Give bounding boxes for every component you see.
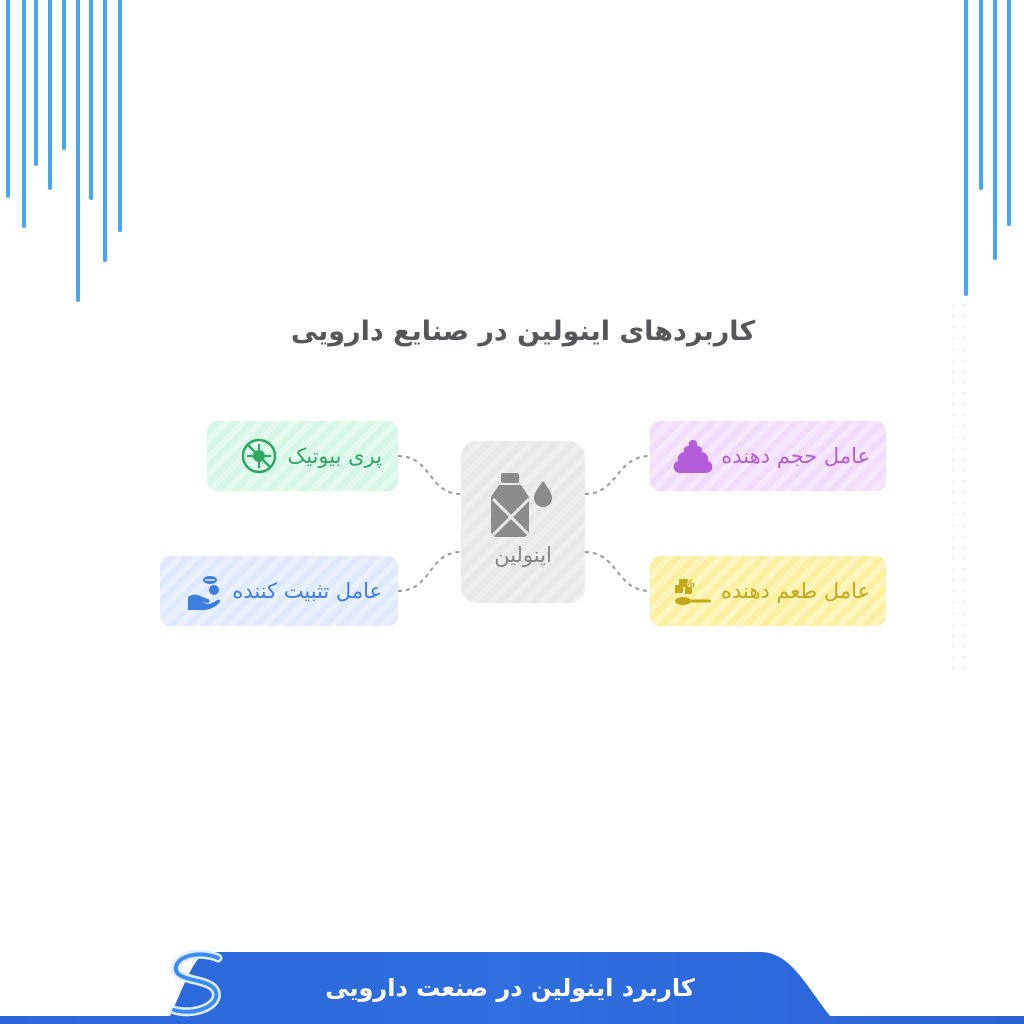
bottle-icon: [491, 473, 552, 537]
connector-stabilizer: [397, 551, 462, 592]
sugar-spoon-icon: %: [673, 571, 713, 611]
s-logo-icon: [169, 950, 223, 1017]
dot-grid-decoration: [948, 300, 970, 670]
left-stripes-decoration: [0, 0, 140, 310]
node-flavor-label: عامل طعم دهنده: [720, 579, 870, 603]
diagram-title: کاربردهای اینولین در صنایع دارویی: [290, 316, 756, 347]
connector-bulking: [584, 455, 651, 495]
hand-pills-icon: [184, 571, 224, 611]
node-stabilizing-agent: عامل تثبیت کننده: [160, 556, 398, 626]
footer-banner: کاربرد اینولین در صنعت دارویی: [0, 944, 1024, 1024]
node-stabilizer-label: عامل تثبیت کننده: [232, 579, 382, 603]
center-node: اینولین: [461, 441, 585, 603]
anti-bacteria-icon: [239, 436, 279, 476]
node-prebiotic: پری بیوتیک: [207, 421, 398, 491]
right-stripes-decoration: [964, 0, 1024, 310]
powder-pile-icon: [673, 436, 713, 476]
node-prebiotic-label: پری بیوتیک: [287, 444, 382, 468]
svg-text:%: %: [684, 577, 695, 590]
node-bulking-agent: عامل حجم دهنده: [650, 421, 886, 491]
center-label: اینولین: [494, 543, 552, 567]
footer-shape: [0, 952, 1024, 1024]
connector-prebiotic: [397, 455, 462, 495]
node-flavoring-agent: عامل طعم دهنده %: [650, 556, 886, 626]
connector-flavor: [584, 551, 651, 592]
footer-caption: کاربرد اینولین در صنعت دارویی: [325, 974, 695, 1002]
node-bulking-label: عامل حجم دهنده: [721, 444, 870, 468]
